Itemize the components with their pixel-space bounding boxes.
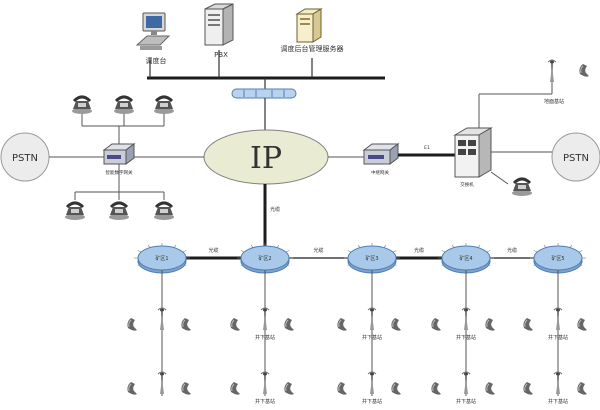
mobile-handset-icon	[522, 317, 534, 332]
mobile-handset-icon	[283, 317, 295, 332]
fiber-link-label: 光缆	[414, 247, 424, 254]
fiber-link-label: 光缆	[208, 247, 218, 254]
mobile-handset-icon	[390, 381, 402, 396]
mine-ring-3[interactable]	[344, 243, 400, 274]
pbx-server-icon[interactable]	[204, 3, 234, 46]
underground-station-label: 井下基站	[456, 398, 476, 405]
underground-station-tower-icon	[260, 307, 270, 331]
underground-station-tower-icon	[157, 371, 167, 395]
fiber-link-label: 光缆	[313, 247, 323, 254]
underground-station-tower-icon	[553, 307, 563, 331]
underground-station-label: 井下基站	[362, 334, 382, 341]
underground-station-label: 井下基站	[548, 334, 568, 341]
phone-icon[interactable]	[152, 201, 176, 222]
underground-station-label: 井下基站	[456, 334, 476, 341]
mobile-handset-icon	[430, 317, 442, 332]
phone-icon[interactable]	[70, 95, 94, 116]
mine-ring-2[interactable]	[237, 243, 293, 274]
mine-ring-label: 矿区4	[459, 255, 472, 262]
mine-ring-label: 矿区2	[258, 255, 271, 262]
phone-icon[interactable]	[112, 95, 136, 116]
mobile-handset-icon	[336, 381, 348, 396]
switch-server-icon[interactable]	[453, 127, 493, 178]
mobile-handset-icon	[229, 381, 241, 396]
mobile-handset-icon[interactable]	[578, 63, 590, 78]
ground-station-tower-icon[interactable]	[547, 59, 557, 83]
mobile-handset-icon	[336, 317, 348, 332]
e1-label: E1	[424, 145, 430, 151]
left-gateway-icon[interactable]	[102, 143, 136, 165]
mobile-handset-icon	[126, 381, 138, 396]
ground-station-label: 地面基站	[544, 98, 564, 105]
top-bus-line	[147, 50, 385, 90]
phone-icon[interactable]	[152, 95, 176, 116]
dispatch-server-label: 调度后台管理服务器	[281, 44, 344, 53]
mobile-handset-icon	[430, 381, 442, 396]
underground-station-tower-icon	[260, 371, 270, 395]
right-pstn-label: PSTN	[563, 153, 589, 164]
trunk-gateway-label: 中继网关	[371, 169, 389, 176]
underground-station-label: 井下基站	[362, 398, 382, 405]
mobile-handset-icon	[180, 381, 192, 396]
dispatch-server-icon[interactable]	[295, 8, 323, 43]
mine-ring-label: 矿区1	[155, 255, 168, 262]
fiber-label: 光缆	[270, 206, 280, 213]
underground-station-tower-icon	[367, 371, 377, 395]
underground-station-label: 井下基站	[548, 398, 568, 405]
underground-station-tower-icon	[157, 307, 167, 331]
mobile-handset-icon	[484, 381, 496, 396]
ip-label: IP	[250, 141, 282, 176]
dispatch-label: 调度台	[146, 56, 167, 65]
mine-ring-5[interactable]	[530, 243, 586, 274]
underground-station-tower-icon	[461, 371, 471, 395]
underground-station-label: 井下基站	[255, 334, 275, 341]
phone-icon[interactable]	[63, 201, 87, 222]
mobile-handset-icon	[576, 381, 588, 396]
mobile-handset-icon	[283, 381, 295, 396]
mine-ring-1[interactable]	[134, 243, 190, 274]
underground-station-tower-icon	[461, 307, 471, 331]
mobile-handset-icon	[229, 317, 241, 332]
trunk-gateway-icon[interactable]	[362, 143, 400, 165]
mobile-handset-icon	[522, 381, 534, 396]
mobile-handset-icon	[576, 317, 588, 332]
left-pstn-label: PSTN	[12, 153, 38, 164]
phone-icon[interactable]	[107, 201, 131, 222]
left-phone-lines	[74, 112, 165, 200]
underground-station-tower-icon	[367, 307, 377, 331]
fiber-link-label: 光缆	[507, 247, 517, 254]
switch-label: 交换机	[460, 181, 474, 188]
underground-station-tower-icon	[553, 371, 563, 395]
dispatch-workstation-icon[interactable]	[135, 12, 171, 50]
mobile-handset-icon	[180, 317, 192, 332]
mobile-handset-icon	[390, 317, 402, 332]
pbx-label: PBX	[214, 51, 228, 59]
network-bus-icon	[231, 88, 297, 99]
mine-ring-label: 矿区3	[365, 255, 378, 262]
mobile-handset-icon	[484, 317, 496, 332]
phone-icon[interactable]	[510, 177, 534, 198]
ground-link-lines	[478, 82, 553, 185]
right-pstn-circle[interactable]	[551, 132, 600, 182]
underground-station-label: 井下基站	[255, 398, 275, 405]
mine-ring-label: 矿区5	[551, 255, 564, 262]
mobile-handset-icon	[126, 317, 138, 332]
